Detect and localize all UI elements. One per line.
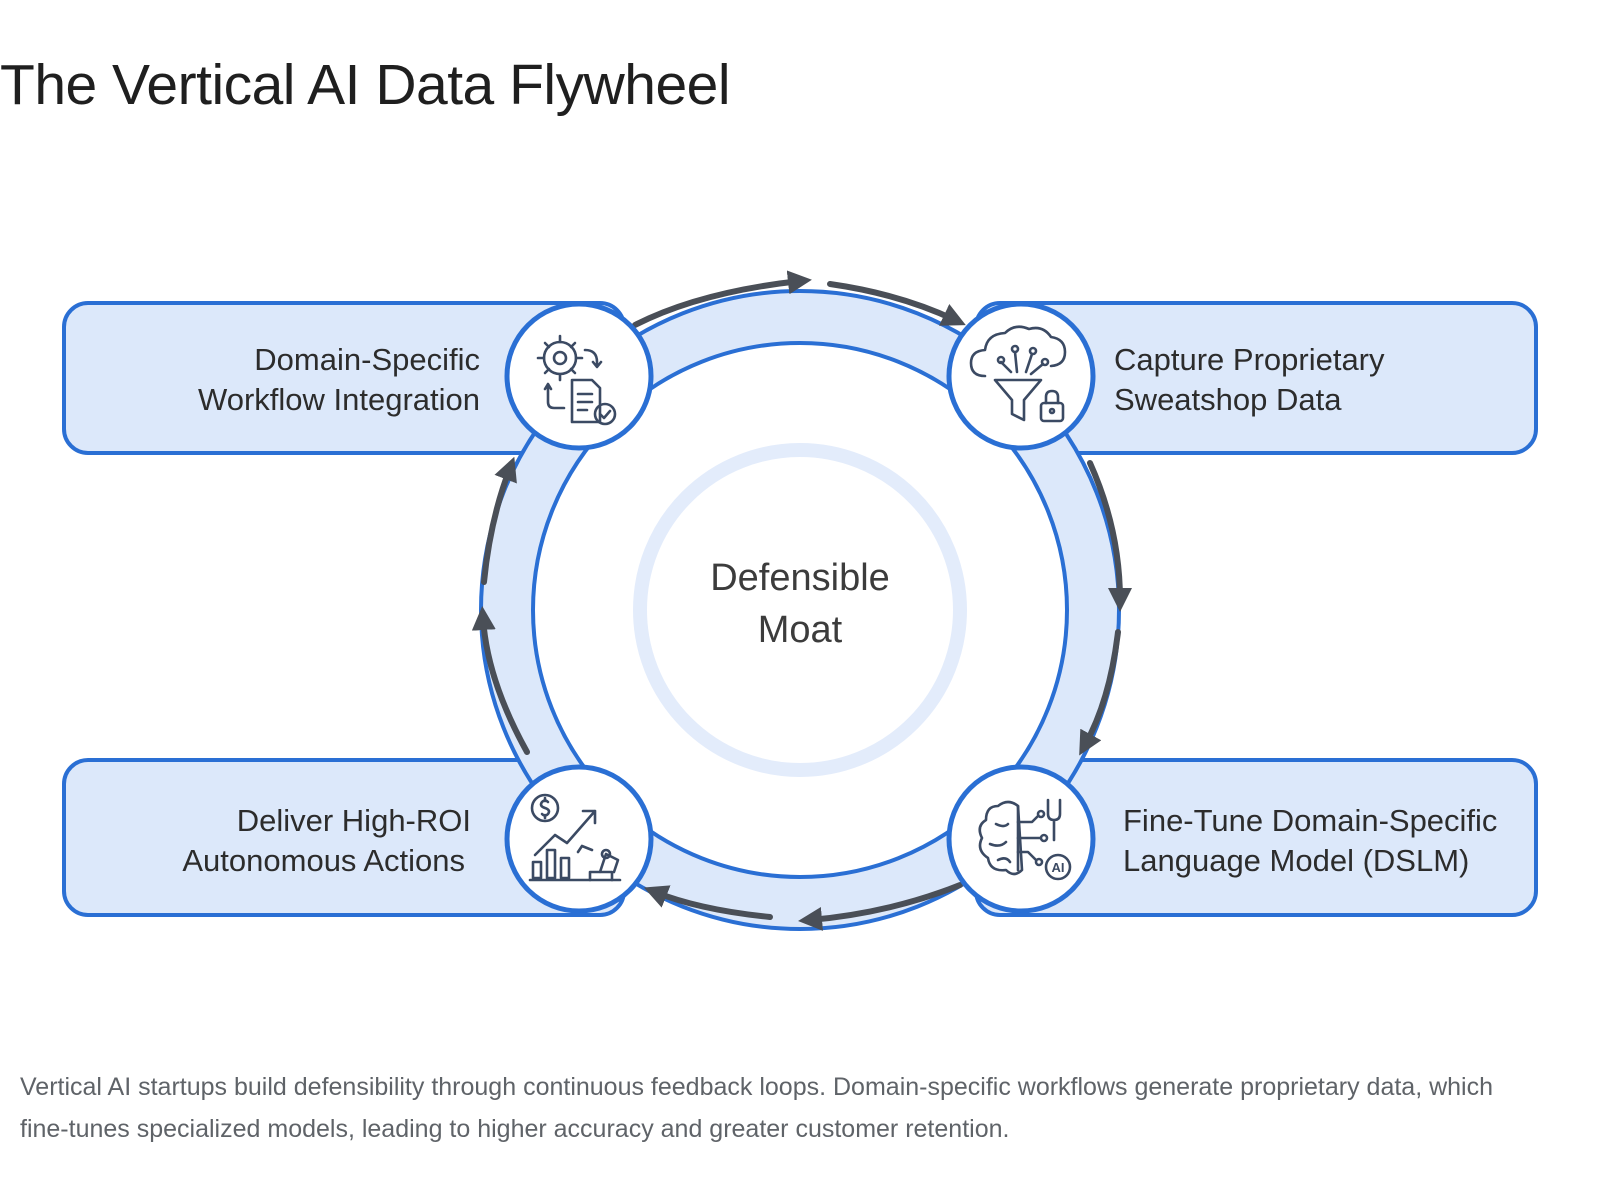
flywheel-hub [531, 341, 1069, 879]
page-title: The Vertical AI Data Flywheel [0, 53, 731, 117]
center-label-line2: Moat [758, 609, 843, 651]
stage-node-capture [946, 301, 1096, 451]
stage-label-workflow-line2: Workflow Integration [198, 382, 480, 417]
flow-arrow-bottom-b [643, 885, 773, 920]
ai-badge-text: AI [1052, 860, 1065, 875]
stage-label-capture-line2: Sweatshop Data [1114, 382, 1342, 417]
flow-arrow-left-b [481, 456, 517, 585]
stage-label-finetune-line2: Language Model (DSLM) [1123, 843, 1469, 878]
stage-node-deliver [504, 764, 654, 914]
stage-label-deliver-line1: Deliver High-ROI [237, 803, 471, 838]
gear-document-check-icon [536, 334, 617, 426]
stage-node-finetune: AI [946, 764, 1096, 914]
cloud-funnel-lock-icon [969, 325, 1067, 423]
stage-label-finetune-line1: Fine-Tune Domain-Specific [1123, 803, 1497, 838]
flow-arrow-right-a [1087, 460, 1132, 612]
flow-arrow-left-a [471, 606, 530, 755]
stage-label-capture-line1: Capture Proprietary [1114, 342, 1385, 377]
flow-arrow-bottom-a [798, 882, 963, 931]
flow-arrow-top-b [827, 281, 966, 326]
brain-circuit-ai-icon [978, 798, 1072, 881]
flow-arrow-right-b [1079, 629, 1121, 756]
stage-label-deliver-line2: Autonomous Actions [182, 843, 465, 878]
stage-label-workflow-line1: Domain-Specific [254, 342, 480, 377]
growth-chart-robot-arm-icon [528, 793, 622, 882]
diagram-caption: Vertical AI startups build defensibility… [20, 1073, 1494, 1143]
flow-arrow-top-a [632, 270, 812, 328]
center-label-line1: Defensible [710, 557, 890, 599]
moat-ring [633, 443, 967, 777]
stage-node-workflow [504, 301, 654, 451]
